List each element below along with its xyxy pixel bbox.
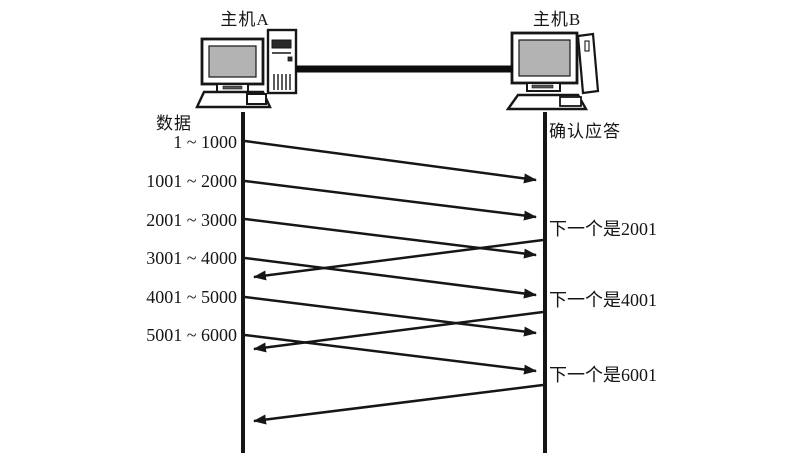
data-arrow-3001-4000: [244, 256, 537, 299]
ack-label-4001: 下一个是4001: [549, 290, 657, 310]
ack-column-title: 确认应答: [549, 122, 621, 141]
data-arrow-1001-2000: [244, 179, 537, 221]
data-column-title: 数据: [156, 114, 192, 133]
data-arrow-4001-5000: [244, 295, 537, 337]
host-a-label: 主机A: [220, 10, 270, 29]
segment-label-2: 1001 ~ 2000: [146, 171, 237, 191]
ack-arrow-2001: [253, 238, 544, 281]
data-arrow-1-1000: [244, 139, 537, 184]
segment-label-5: 4001 ~ 5000: [146, 287, 237, 307]
segment-label-3: 2001 ~ 3000: [146, 210, 237, 230]
ack-arrow-4001: [253, 310, 544, 353]
host-a-computer-icon: [195, 28, 298, 109]
data-arrow-5001-6000: [244, 333, 537, 375]
ack-label-2001: 下一个是2001: [549, 219, 657, 239]
ack-arrows: [253, 238, 544, 425]
segment-label-4: 3001 ~ 4000: [146, 248, 237, 268]
host-b-computer-icon: [505, 31, 600, 111]
segment-label-1: 1 ~ 1000: [173, 132, 237, 152]
host-b-label: 主机B: [532, 10, 582, 29]
data-arrow-2001-3000: [244, 217, 537, 259]
ack-arrow-6001: [253, 383, 544, 425]
ack-label-6001: 下一个是6001: [549, 365, 657, 385]
segment-label-6: 5001 ~ 6000: [146, 325, 237, 345]
data-arrows: [244, 139, 537, 375]
